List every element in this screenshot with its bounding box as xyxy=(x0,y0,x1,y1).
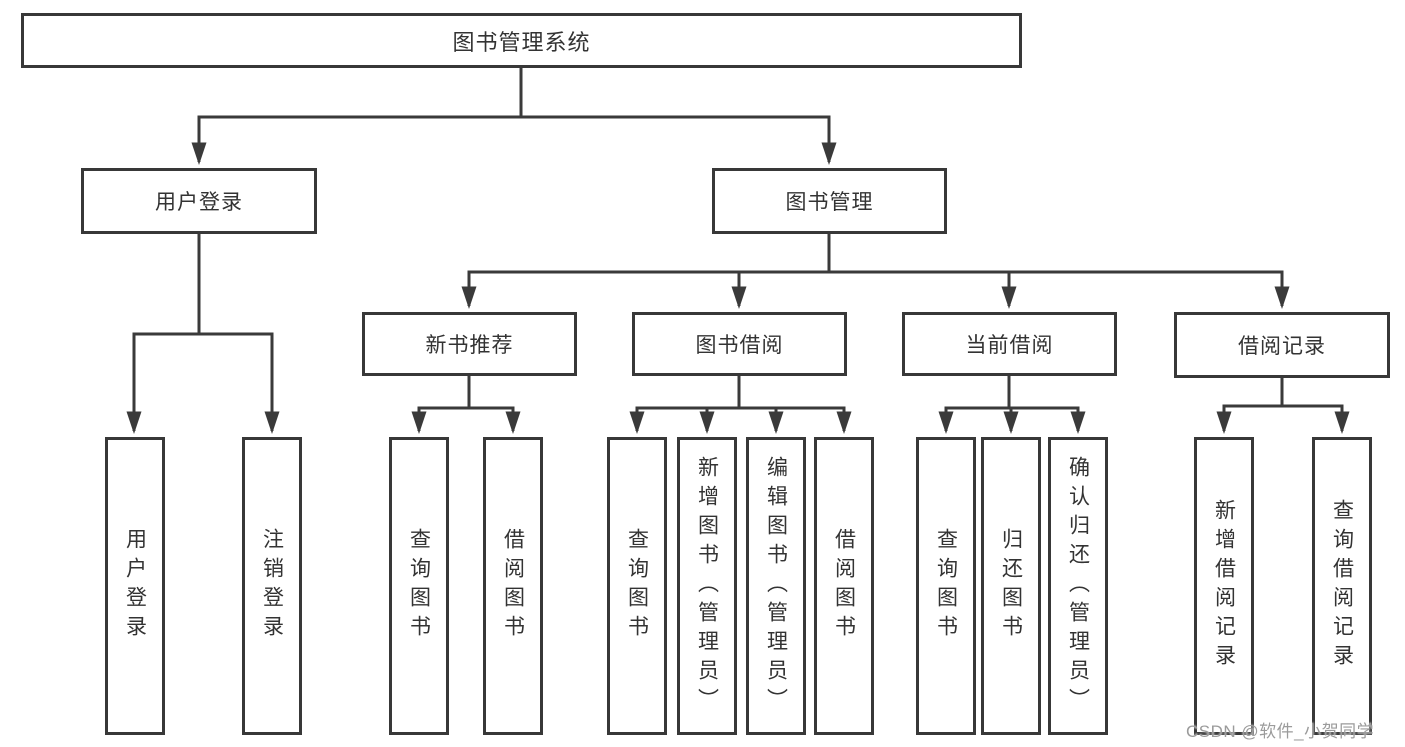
node-book-mgmt: 图书管理 xyxy=(712,168,947,234)
node-new-book-rec: 新书推荐 xyxy=(362,312,577,376)
leaf-cb-query-book: 查询图书 xyxy=(916,437,976,735)
node-book-mgmt-label: 图书管理 xyxy=(785,191,874,214)
connector-user-login-trunk xyxy=(132,234,274,336)
leaf-bb-add-book-label: 新增图书（管理员） xyxy=(695,455,719,717)
connector-borrow-records-trunk xyxy=(1222,378,1344,408)
leaf-cb-query-book-label: 查询图书 xyxy=(934,528,958,644)
leaf-cb-return-book-label: 归还图书 xyxy=(999,528,1023,644)
leaf-cb-confirm-return: 确认归还（管理员） xyxy=(1048,437,1108,735)
leaf-br-add-record-label: 新增借阅记录 xyxy=(1212,499,1236,673)
leaf-logout-label: 注销登录 xyxy=(260,528,284,644)
leaf-user-login: 用户登录 xyxy=(105,437,165,735)
leaf-bb-add-book: 新增图书（管理员） xyxy=(677,437,737,735)
connector-book-mgmt-trunk xyxy=(467,234,1284,274)
leaf-nbr-query-book: 查询图书 xyxy=(389,437,449,735)
node-root-label: 图书管理系统 xyxy=(452,29,591,55)
leaf-br-query-record: 查询借阅记录 xyxy=(1312,437,1372,735)
leaf-nbr-borrow-book-label: 借阅图书 xyxy=(501,528,525,644)
leaf-logout: 注销登录 xyxy=(242,437,302,735)
node-borrow-records-label: 借阅记录 xyxy=(1238,335,1326,358)
node-user-login: 用户登录 xyxy=(81,168,317,234)
node-new-book-rec-label: 新书推荐 xyxy=(425,334,514,357)
csdn-watermark: CSDN @软件_小贺同学 xyxy=(1186,722,1375,741)
leaf-user-login-label: 用户登录 xyxy=(123,528,147,644)
leaf-bb-edit-book-label: 编辑图书（管理员） xyxy=(764,455,788,717)
leaf-br-add-record: 新增借阅记录 xyxy=(1194,437,1254,735)
leaf-bb-edit-book: 编辑图书（管理员） xyxy=(746,437,806,735)
node-borrow-records: 借阅记录 xyxy=(1174,312,1390,378)
node-current-borrow-label: 当前借阅 xyxy=(965,334,1054,357)
connector-current-borrow-trunk xyxy=(944,376,1080,410)
connector-book-borrow-trunk xyxy=(635,376,846,410)
leaf-br-query-record-label: 查询借阅记录 xyxy=(1330,499,1354,673)
node-book-borrow: 图书借阅 xyxy=(632,312,847,376)
node-book-borrow-label: 图书借阅 xyxy=(695,334,784,357)
leaf-bb-query-book: 查询图书 xyxy=(607,437,667,735)
leaf-bb-borrow-book-label: 借阅图书 xyxy=(832,528,856,644)
leaf-cb-return-book: 归还图书 xyxy=(981,437,1041,735)
leaf-bb-query-book-label: 查询图书 xyxy=(625,528,649,644)
node-current-borrow: 当前借阅 xyxy=(902,312,1117,376)
node-user-login-label: 用户登录 xyxy=(155,191,243,214)
leaf-nbr-borrow-book: 借阅图书 xyxy=(483,437,543,735)
connector-new-book-rec-trunk xyxy=(417,376,515,410)
leaf-nbr-query-book-label: 查询图书 xyxy=(407,528,431,644)
leaf-bb-borrow-book: 借阅图书 xyxy=(814,437,874,735)
connector-root-trunk xyxy=(197,68,831,119)
node-root: 图书管理系统 xyxy=(21,13,1022,68)
leaf-cb-confirm-return-label: 确认归还（管理员） xyxy=(1066,455,1090,717)
